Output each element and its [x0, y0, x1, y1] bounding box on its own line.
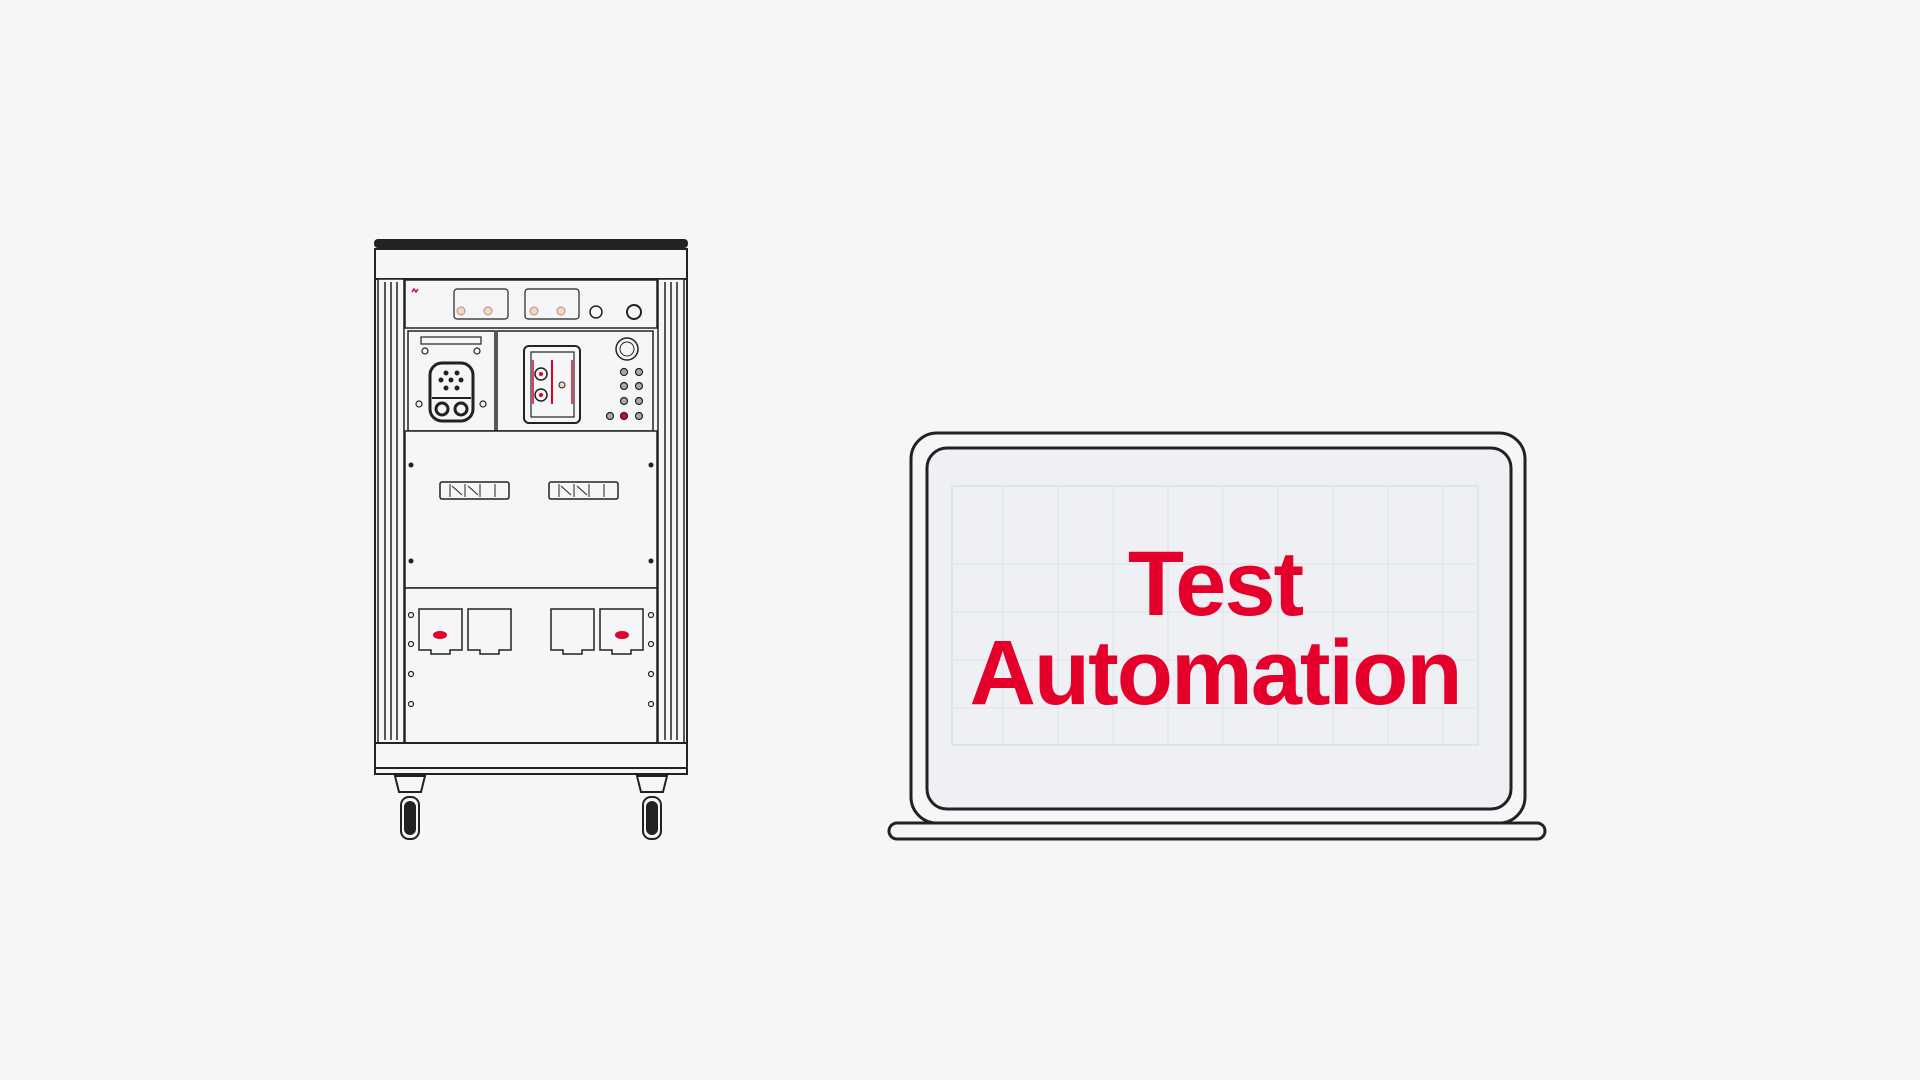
- screen-grid: [951, 485, 1479, 746]
- screen-title-line2: Automation: [969, 622, 1462, 724]
- laptop-icon: [887, 431, 1547, 841]
- screen-title-line1: Test: [1127, 533, 1304, 635]
- test-cabinet-icon: [374, 239, 688, 840]
